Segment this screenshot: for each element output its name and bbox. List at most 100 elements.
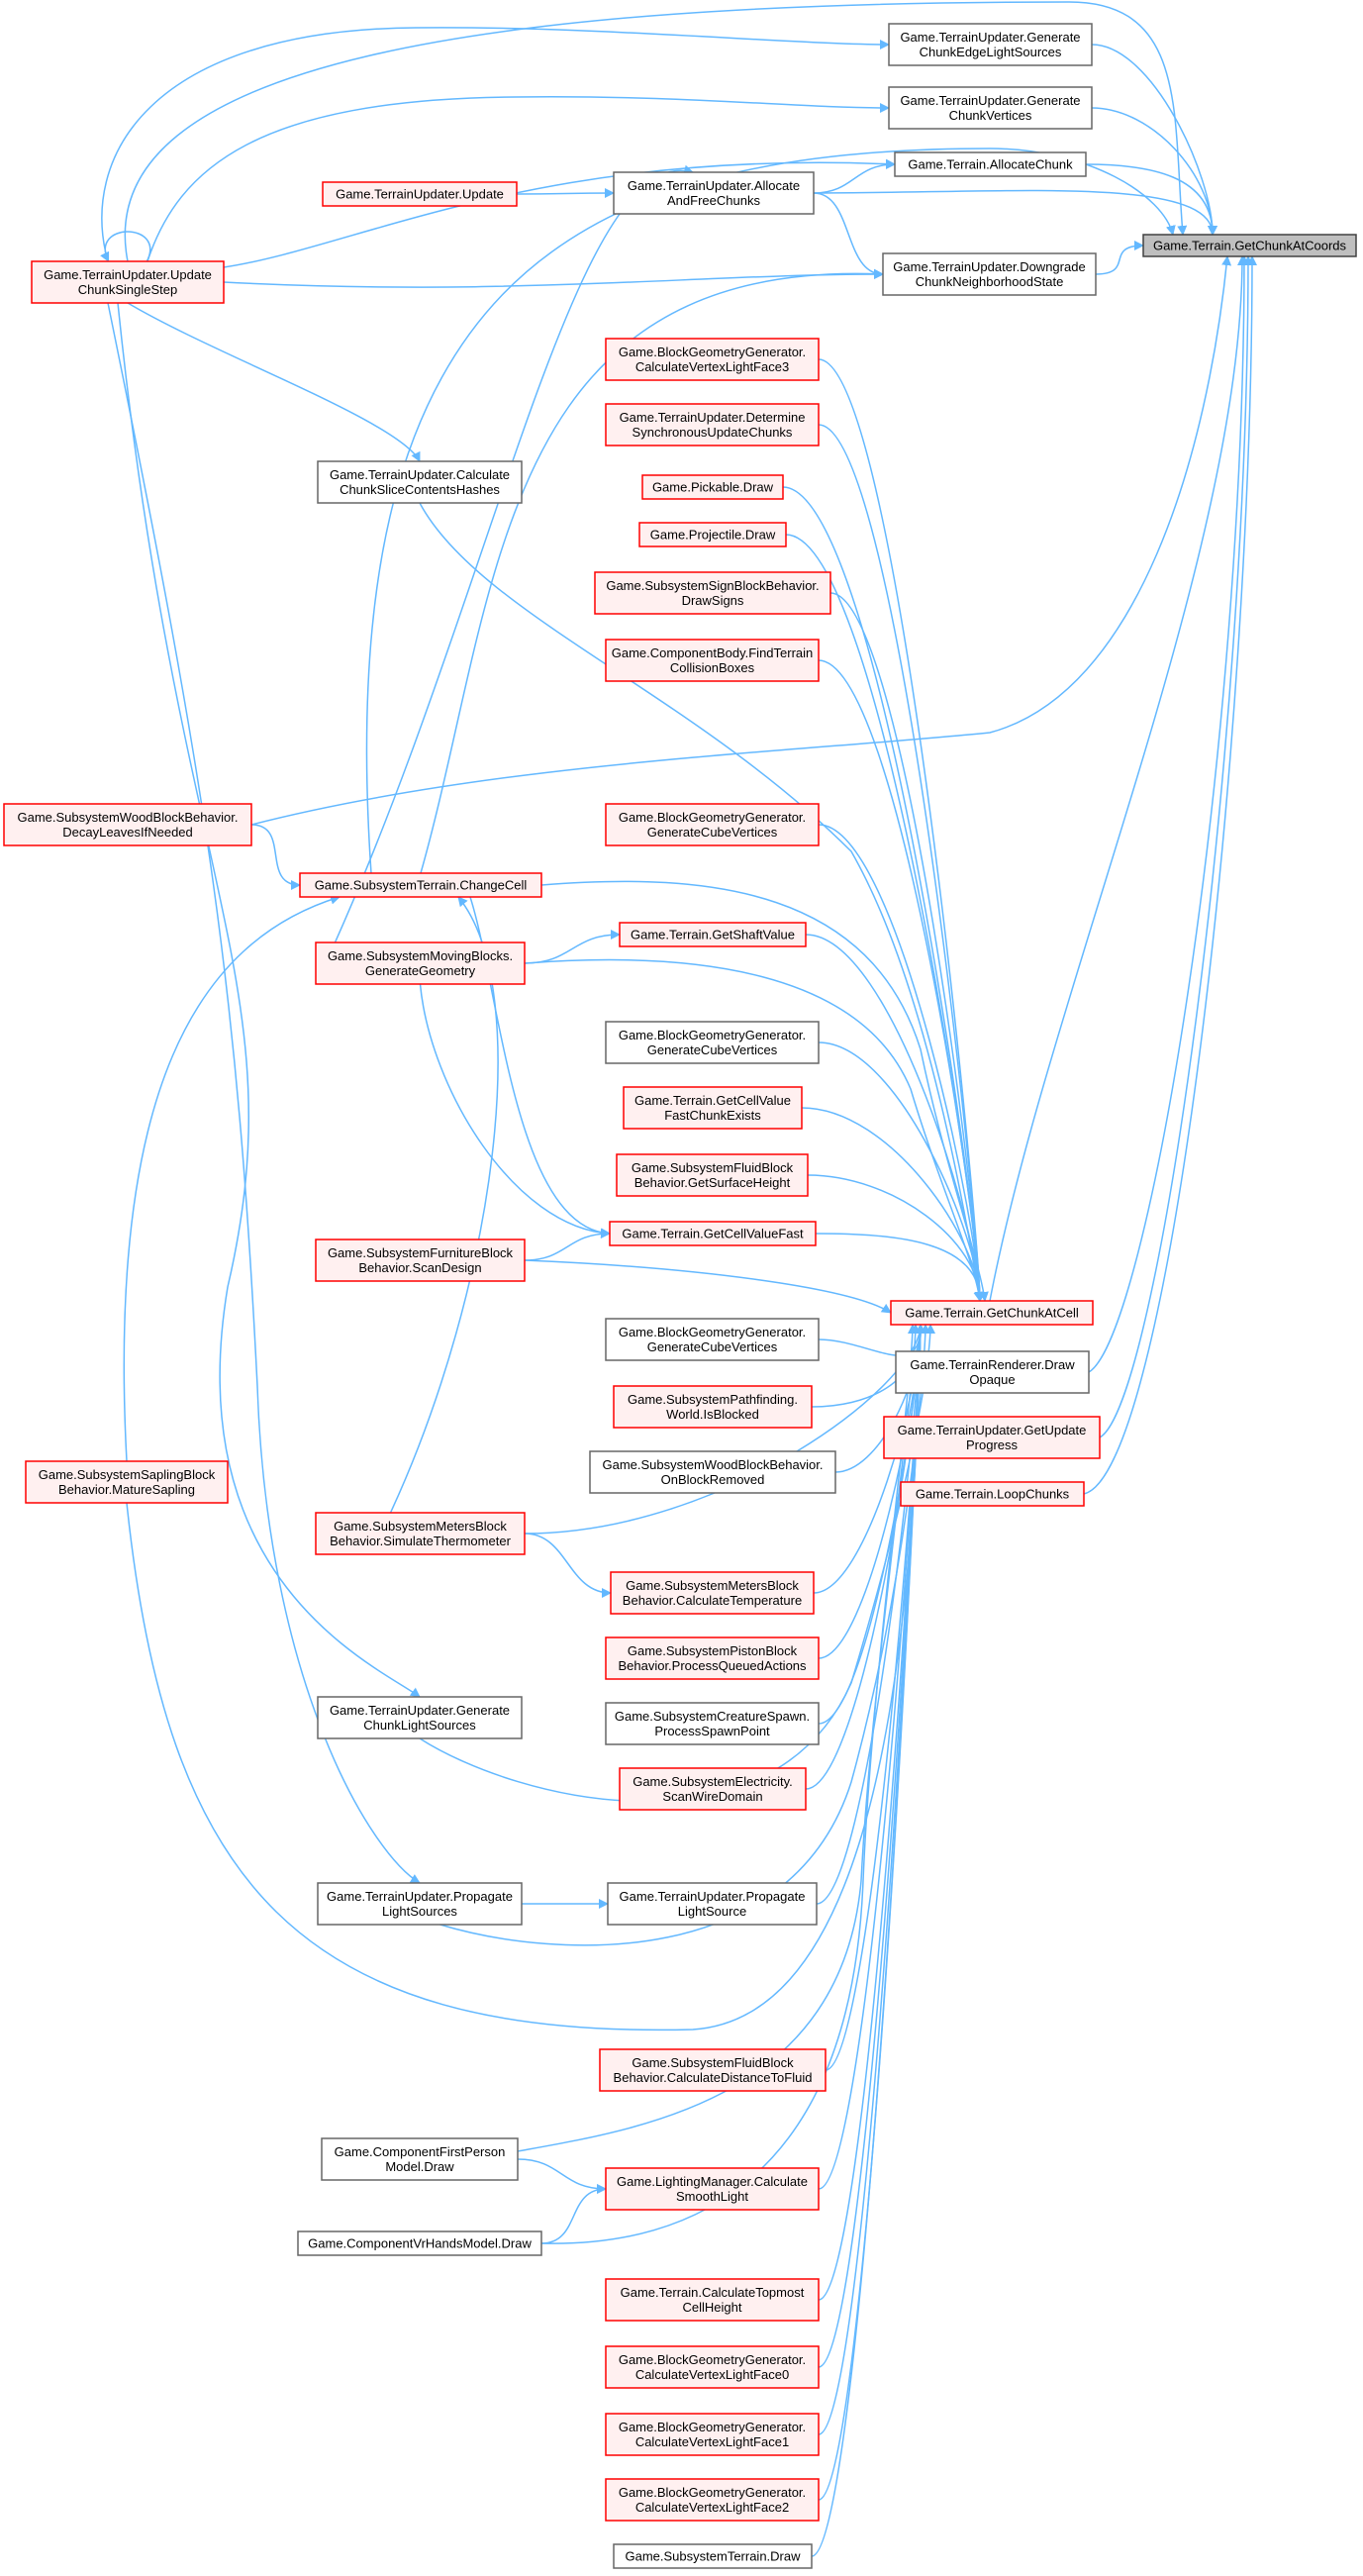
node-box[interactable] xyxy=(895,1350,1090,1394)
node-changeCell[interactable]: Game.SubsystemTerrain.ChangeCell xyxy=(299,872,542,898)
node-simThermo[interactable]: Game.SubsystemMetersBlockBehavior.Simula… xyxy=(315,1512,526,1555)
node-wireDomain[interactable]: Game.SubsystemElectricity.ScanWireDomain xyxy=(619,1767,807,1811)
node-box[interactable] xyxy=(589,1450,836,1494)
node-getCellFast[interactable]: Game.Terrain.GetCellValueFast xyxy=(609,1221,817,1246)
node-box[interactable] xyxy=(299,872,542,898)
node-box[interactable] xyxy=(605,2278,820,2322)
node-chunkLight[interactable]: Game.TerrainUpdater.GenerateChunkLightSo… xyxy=(317,1696,523,1739)
node-box[interactable] xyxy=(638,522,787,547)
node-box[interactable] xyxy=(599,2048,827,2092)
node-vlf1[interactable]: Game.BlockGeometryGenerator.CalculateVer… xyxy=(605,2413,820,2456)
node-allocateChunk[interactable]: Game.Terrain.AllocateChunk xyxy=(894,151,1087,177)
node-box[interactable] xyxy=(613,1385,813,1429)
node-terrainDraw[interactable]: Game.SubsystemTerrain.Draw xyxy=(613,2543,813,2569)
node-box[interactable] xyxy=(616,1153,809,1197)
node-box[interactable] xyxy=(1142,234,1357,257)
node-box[interactable] xyxy=(605,1318,820,1361)
node-box[interactable] xyxy=(297,2230,542,2256)
node-smoothLight[interactable]: Game.LightingManager.CalculateSmoothLigh… xyxy=(605,2167,820,2211)
node-loopChunks[interactable]: Game.Terrain.LoopChunks xyxy=(900,1481,1085,1507)
node-spawnPoint[interactable]: Game.SubsystemCreatureSpawn.ProcessSpawn… xyxy=(605,1702,820,1745)
node-box[interactable] xyxy=(888,86,1093,130)
node-box[interactable] xyxy=(605,2478,820,2522)
node-box[interactable] xyxy=(25,1460,229,1504)
node-box[interactable] xyxy=(888,23,1093,66)
node-cubeVerts2[interactable]: Game.BlockGeometryGenerator.GenerateCube… xyxy=(605,1021,820,1064)
node-box[interactable] xyxy=(315,941,526,985)
node-vrHands[interactable]: Game.ComponentVrHandsModel.Draw xyxy=(297,2230,542,2256)
node-sliceHashes[interactable]: Game.TerrainUpdater.CalculateChunkSliceC… xyxy=(317,460,523,504)
node-singleStep[interactable]: Game.TerrainUpdater.UpdateChunkSingleSte… xyxy=(31,260,225,304)
node-distFluid[interactable]: Game.SubsystemFluidBlockBehavior.Calcula… xyxy=(599,2048,827,2092)
node-box[interactable] xyxy=(605,403,820,446)
node-box[interactable] xyxy=(623,1086,803,1130)
node-box[interactable] xyxy=(900,1481,1085,1507)
node-box[interactable] xyxy=(322,181,518,207)
node-box[interactable] xyxy=(317,1696,523,1739)
node-genChunkVerts[interactable]: Game.TerrainUpdater.GenerateChunkVertice… xyxy=(888,86,1093,130)
node-box[interactable] xyxy=(883,1416,1101,1459)
node-surfaceHeight[interactable]: Game.SubsystemFluidBlockBehavior.GetSurf… xyxy=(616,1153,809,1197)
node-box[interactable] xyxy=(619,1767,807,1811)
node-box[interactable] xyxy=(641,474,784,500)
node-box[interactable] xyxy=(605,338,820,381)
node-box[interactable] xyxy=(607,1882,818,1926)
node-pickableDraw[interactable]: Game.Pickable.Draw xyxy=(641,474,784,500)
node-matureSapling[interactable]: Game.SubsystemSaplingBlockBehavior.Matur… xyxy=(25,1460,229,1504)
node-box[interactable] xyxy=(315,1238,526,1282)
node-box[interactable] xyxy=(3,803,252,846)
node-box[interactable] xyxy=(894,151,1087,177)
node-decayLeaves[interactable]: Game.SubsystemWoodBlockBehavior.DecayLea… xyxy=(3,803,252,846)
node-box[interactable] xyxy=(315,1512,526,1555)
node-box[interactable] xyxy=(882,252,1097,296)
node-drawSigns[interactable]: Game.SubsystemSignBlockBehavior.DrawSign… xyxy=(594,571,831,615)
node-allocFree[interactable]: Game.TerrainUpdater.AllocateAndFreeChunk… xyxy=(613,171,815,215)
node-scanDesign[interactable]: Game.SubsystemFurnitureBlockBehavior.Sca… xyxy=(315,1238,526,1282)
node-vlf2[interactable]: Game.BlockGeometryGenerator.CalculateVer… xyxy=(605,2478,820,2522)
node-detSync[interactable]: Game.TerrainUpdater.DetermineSynchronous… xyxy=(605,403,820,446)
node-box[interactable] xyxy=(605,2413,820,2456)
node-blockRemoved[interactable]: Game.SubsystemWoodBlockBehavior.OnBlockR… xyxy=(589,1450,836,1494)
node-pathBlocked[interactable]: Game.SubsystemPathfinding.World.IsBlocke… xyxy=(613,1385,813,1429)
node-box[interactable] xyxy=(605,1702,820,1745)
node-getChunkAtCoords[interactable]: Game.Terrain.GetChunkAtCoords xyxy=(1142,234,1357,257)
node-box[interactable] xyxy=(605,1021,820,1064)
node-box[interactable] xyxy=(610,1571,815,1615)
node-box[interactable] xyxy=(605,803,820,846)
node-box[interactable] xyxy=(317,1882,523,1926)
node-box[interactable] xyxy=(317,460,523,504)
node-pistonQueued[interactable]: Game.SubsystemPistonBlockBehavior.Proces… xyxy=(605,1636,820,1680)
node-box[interactable] xyxy=(321,2137,519,2181)
node-box[interactable] xyxy=(619,922,807,947)
node-genEdgeLight[interactable]: Game.TerrainUpdater.GenerateChunkEdgeLig… xyxy=(888,23,1093,66)
node-calcTemp[interactable]: Game.SubsystemMetersBlockBehavior.Calcul… xyxy=(610,1571,815,1615)
node-getShaft[interactable]: Game.Terrain.GetShaftValue xyxy=(619,922,807,947)
node-box[interactable] xyxy=(609,1221,817,1246)
node-box[interactable] xyxy=(605,2345,820,2389)
node-box[interactable] xyxy=(31,260,225,304)
node-box[interactable] xyxy=(605,1636,820,1680)
node-vlf3[interactable]: Game.BlockGeometryGenerator.CalculateVer… xyxy=(605,338,820,381)
node-tuUpdate[interactable]: Game.TerrainUpdater.Update xyxy=(322,181,518,207)
node-cubeVerts3[interactable]: Game.BlockGeometryGenerator.GenerateCube… xyxy=(605,1318,820,1361)
node-box[interactable] xyxy=(605,639,820,682)
node-vlf0[interactable]: Game.BlockGeometryGenerator.CalculateVer… xyxy=(605,2345,820,2389)
node-box[interactable] xyxy=(594,571,831,615)
node-findTerrain[interactable]: Game.ComponentBody.FindTerrainCollisionB… xyxy=(605,639,820,682)
node-projectileDraw[interactable]: Game.Projectile.Draw xyxy=(638,522,787,547)
node-cubeVerts1[interactable]: Game.BlockGeometryGenerator.GenerateCube… xyxy=(605,803,820,846)
node-getChunkAtCell[interactable]: Game.Terrain.GetChunkAtCell xyxy=(890,1300,1094,1326)
node-box[interactable] xyxy=(613,2543,813,2569)
node-box[interactable] xyxy=(605,2167,820,2211)
node-propLights[interactable]: Game.TerrainUpdater.PropagateLightSource… xyxy=(317,1882,523,1926)
node-box[interactable] xyxy=(890,1300,1094,1326)
node-downgrade[interactable]: Game.TerrainUpdater.DowngradeChunkNeighb… xyxy=(882,252,1097,296)
node-box[interactable] xyxy=(613,171,815,215)
node-movingGeom[interactable]: Game.SubsystemMovingBlocks.GenerateGeome… xyxy=(315,941,526,985)
